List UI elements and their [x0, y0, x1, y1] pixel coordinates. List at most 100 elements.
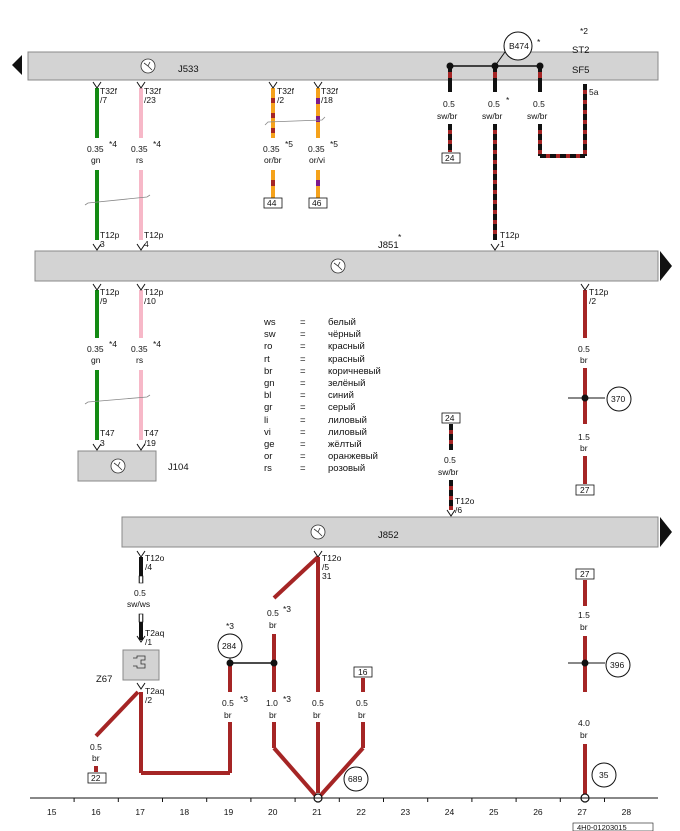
wire-size: 0.35 — [131, 144, 148, 154]
right-arrow-icon[interactable] — [660, 251, 672, 281]
legend-name: оранжевый — [328, 451, 378, 463]
legend-code: sw — [264, 329, 276, 341]
pin-label: /1 — [145, 637, 152, 647]
pin-label: 1 — [500, 239, 505, 249]
left-arrow-icon[interactable] — [12, 55, 22, 75]
legend-eq: = — [300, 439, 306, 451]
legend-eq: = — [300, 317, 306, 328]
wire-color: sw/br — [482, 111, 502, 121]
legend-row: rt=красный — [264, 354, 381, 366]
legend-row: gn=зелёный — [264, 378, 381, 390]
wire-size: 4.0 — [578, 718, 590, 728]
connector-label: T32f — [321, 86, 339, 96]
legend-code: ge — [264, 439, 275, 451]
legend-name: белый — [328, 317, 356, 328]
legend-eq: = — [300, 414, 306, 426]
legend-row: ws=белый — [264, 317, 381, 329]
connector-label: T12p — [100, 230, 120, 240]
pin-label: 31 — [322, 571, 332, 581]
pin-label: 3 — [100, 239, 105, 249]
connector-label: T12o — [322, 553, 342, 563]
wire-color: sw/br — [438, 467, 458, 477]
wire-size: 0.35 — [131, 344, 148, 354]
legend-name: коричневый — [328, 365, 381, 377]
wire-size: 0.5 — [578, 344, 590, 354]
legend-name: чёрный — [328, 329, 361, 341]
legend-name: красный — [328, 353, 365, 365]
legend-eq: = — [300, 365, 306, 377]
connector-label: T12p — [144, 230, 164, 240]
connector-label: T12p — [100, 287, 120, 297]
pin-label: /2 — [589, 296, 596, 306]
wire-color: gn — [91, 155, 101, 165]
connector-label: T2aq — [145, 686, 165, 696]
legend-code: or — [264, 451, 273, 463]
wire-size: 0.5 — [533, 99, 545, 109]
b474-mark: * — [537, 37, 541, 47]
wire-note: *3 — [226, 621, 234, 631]
wire-color: sw/ws — [127, 599, 150, 609]
legend-name: лиловый — [328, 426, 367, 438]
legend-eq: = — [300, 402, 306, 414]
legend-name: красный — [328, 341, 365, 353]
ruler-label: 27 — [577, 807, 587, 817]
legend-code: bl — [264, 390, 272, 402]
legend-row: gr=серый — [264, 402, 381, 414]
legend-name: лиловый — [328, 414, 367, 426]
legend-name: жёлтый — [328, 439, 362, 451]
legend-eq: = — [300, 463, 306, 475]
wire-size: 0.35 — [263, 144, 280, 154]
legend-code: gr — [264, 402, 273, 414]
legend-row: sw=чёрный — [264, 329, 381, 341]
connector-label: T47 — [100, 428, 115, 438]
ref-box: 27 — [580, 569, 590, 579]
wire-color: rs — [136, 355, 143, 365]
legend-eq: = — [300, 451, 306, 463]
ref-box: 46 — [312, 198, 322, 208]
wire-note: *3 — [240, 694, 248, 704]
wire-color: or/br — [264, 155, 282, 165]
b474-label: B474 — [509, 41, 529, 51]
legend-row: vi=лиловый — [264, 427, 381, 439]
pin-label: 3 — [100, 438, 105, 448]
ref-box: 44 — [267, 198, 277, 208]
wire-size: 0.35 — [308, 144, 325, 154]
ref-box: 22 — [91, 773, 101, 783]
wire-note: *4 — [109, 339, 117, 349]
wire-color: br — [313, 710, 321, 720]
legend-row: ro=красный — [264, 341, 381, 353]
wire-color: br — [92, 753, 100, 763]
legend-eq: = — [300, 378, 306, 390]
pin-label: /23 — [144, 95, 156, 105]
connector-label: T12p — [144, 287, 164, 297]
pin-label: /18 — [321, 95, 333, 105]
doc-id: 4H0-01203015 — [577, 823, 627, 831]
legend-eq: = — [300, 390, 306, 402]
wire-color: br — [358, 710, 366, 720]
ruler-label: 23 — [401, 807, 411, 817]
legend-code: vi — [264, 426, 271, 438]
right-arrow-icon[interactable] — [660, 517, 672, 547]
connector-label: T12p — [500, 230, 520, 240]
wire-color: br — [580, 622, 588, 632]
pin-label: /19 — [144, 438, 156, 448]
wire-size: 0.5 — [312, 698, 324, 708]
wire-size: 0.35 — [87, 344, 104, 354]
wire-size: 0.35 — [87, 144, 104, 154]
z67-box — [122, 649, 160, 681]
wire-size: 0.5 — [443, 99, 455, 109]
wire-color: or/vi — [309, 155, 325, 165]
legend-name: зелёный — [328, 378, 366, 390]
j851-mark: * — [398, 232, 402, 242]
wire-note: * — [506, 95, 510, 105]
wire-size: 0.5 — [356, 698, 368, 708]
wire-size: 1.5 — [578, 432, 590, 442]
ref-box: 27 — [580, 485, 590, 495]
z67-label: Z67 — [96, 674, 112, 685]
ruler-label: 17 — [135, 807, 145, 817]
wire-color: br — [580, 443, 588, 453]
pin-label: /9 — [100, 296, 107, 306]
j851-box — [34, 250, 659, 282]
ref-box: 24 — [445, 413, 455, 423]
